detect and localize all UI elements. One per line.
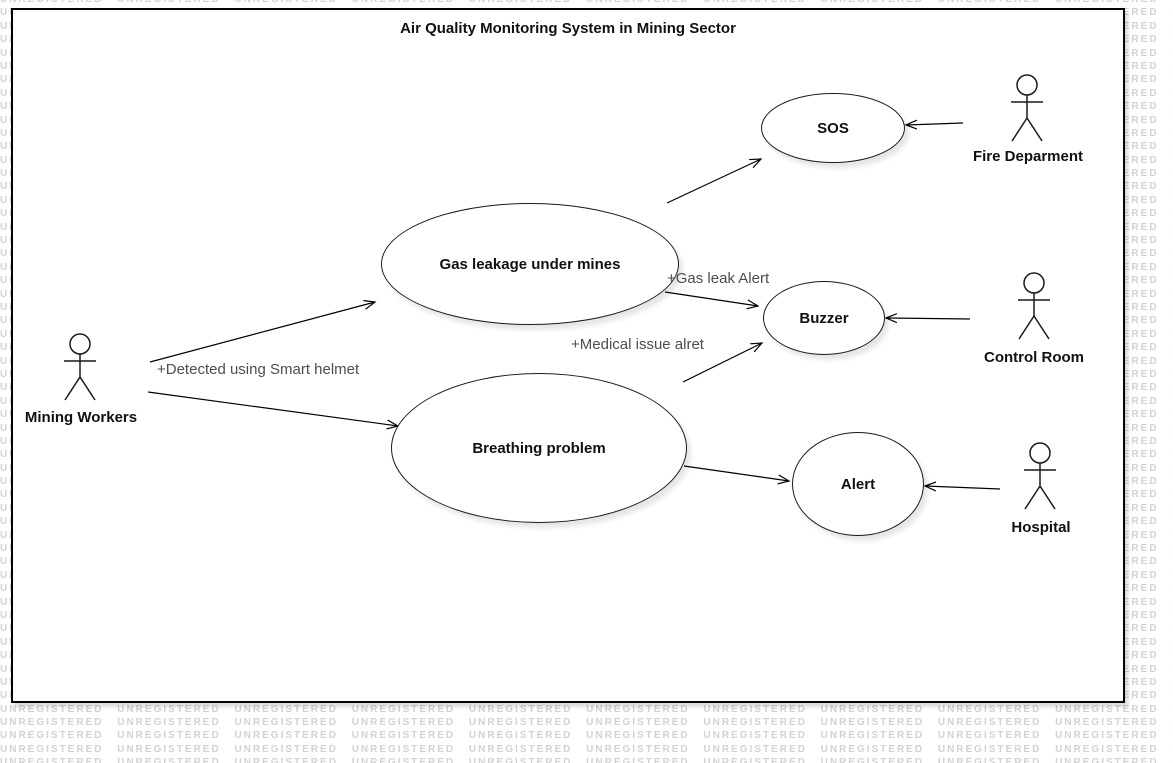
usecase-gas-leakage-label: Gas leakage under mines	[439, 255, 621, 273]
usecase-alert-label: Alert	[840, 475, 876, 493]
actor-icon	[1011, 74, 1043, 142]
edge-control-room-buzzer[interactable]	[886, 318, 971, 319]
edge-label-detected-smart-helmet: +Detected using Smart helmet	[157, 361, 360, 378]
diagram-title: Air Quality Monitoring System in Mining …	[400, 20, 736, 37]
usecase-buzzer-label: Buzzer	[799, 309, 849, 327]
actor-icon	[1024, 442, 1056, 510]
edge-breathing-problem-alert[interactable]	[683, 465, 789, 481]
actor-fire-deparment-label: Fire Deparment	[972, 148, 1084, 165]
actor-mining-workers[interactable]	[56, 333, 104, 408]
edge-gas-leakage-sos[interactable]	[666, 159, 761, 204]
usecase-alert[interactable]: Alert	[792, 432, 924, 536]
edge-label-gas-leak-alert: +Gas leak Alert	[667, 270, 770, 287]
edge-breathing-problem-buzzer[interactable]	[682, 343, 762, 383]
actor-fire-deparment[interactable]	[1003, 74, 1051, 149]
usecase-breathing-problem-label: Breathing problem	[472, 439, 606, 457]
edge-mining-workers-gas-leakage[interactable]	[149, 302, 375, 363]
usecase-sos-label: SOS	[817, 119, 849, 137]
usecase-breathing-problem[interactable]: Breathing problem	[391, 373, 687, 523]
actor-control-room[interactable]	[1010, 272, 1058, 347]
actor-mining-workers-label: Mining Workers	[24, 409, 138, 426]
edge-fire-deparment-sos[interactable]	[906, 123, 964, 125]
edge-gas-leakage-buzzer[interactable]	[664, 291, 758, 306]
edge-mining-workers-breathing-problem[interactable]	[147, 391, 398, 426]
usecase-gas-leakage[interactable]: Gas leakage under mines	[381, 203, 679, 325]
actor-hospital[interactable]	[1016, 442, 1064, 517]
actor-control-room-label: Control Room	[984, 349, 1084, 366]
usecase-sos[interactable]: SOS	[761, 93, 905, 163]
edge-hospital-alert[interactable]	[925, 486, 1001, 489]
actor-icon	[1018, 272, 1050, 340]
usecase-buzzer[interactable]: Buzzer	[763, 281, 885, 355]
actor-hospital-label: Hospital	[1011, 519, 1071, 536]
actor-icon	[64, 333, 96, 401]
edge-label-medical-issue-alret: +Medical issue alret	[571, 336, 704, 353]
